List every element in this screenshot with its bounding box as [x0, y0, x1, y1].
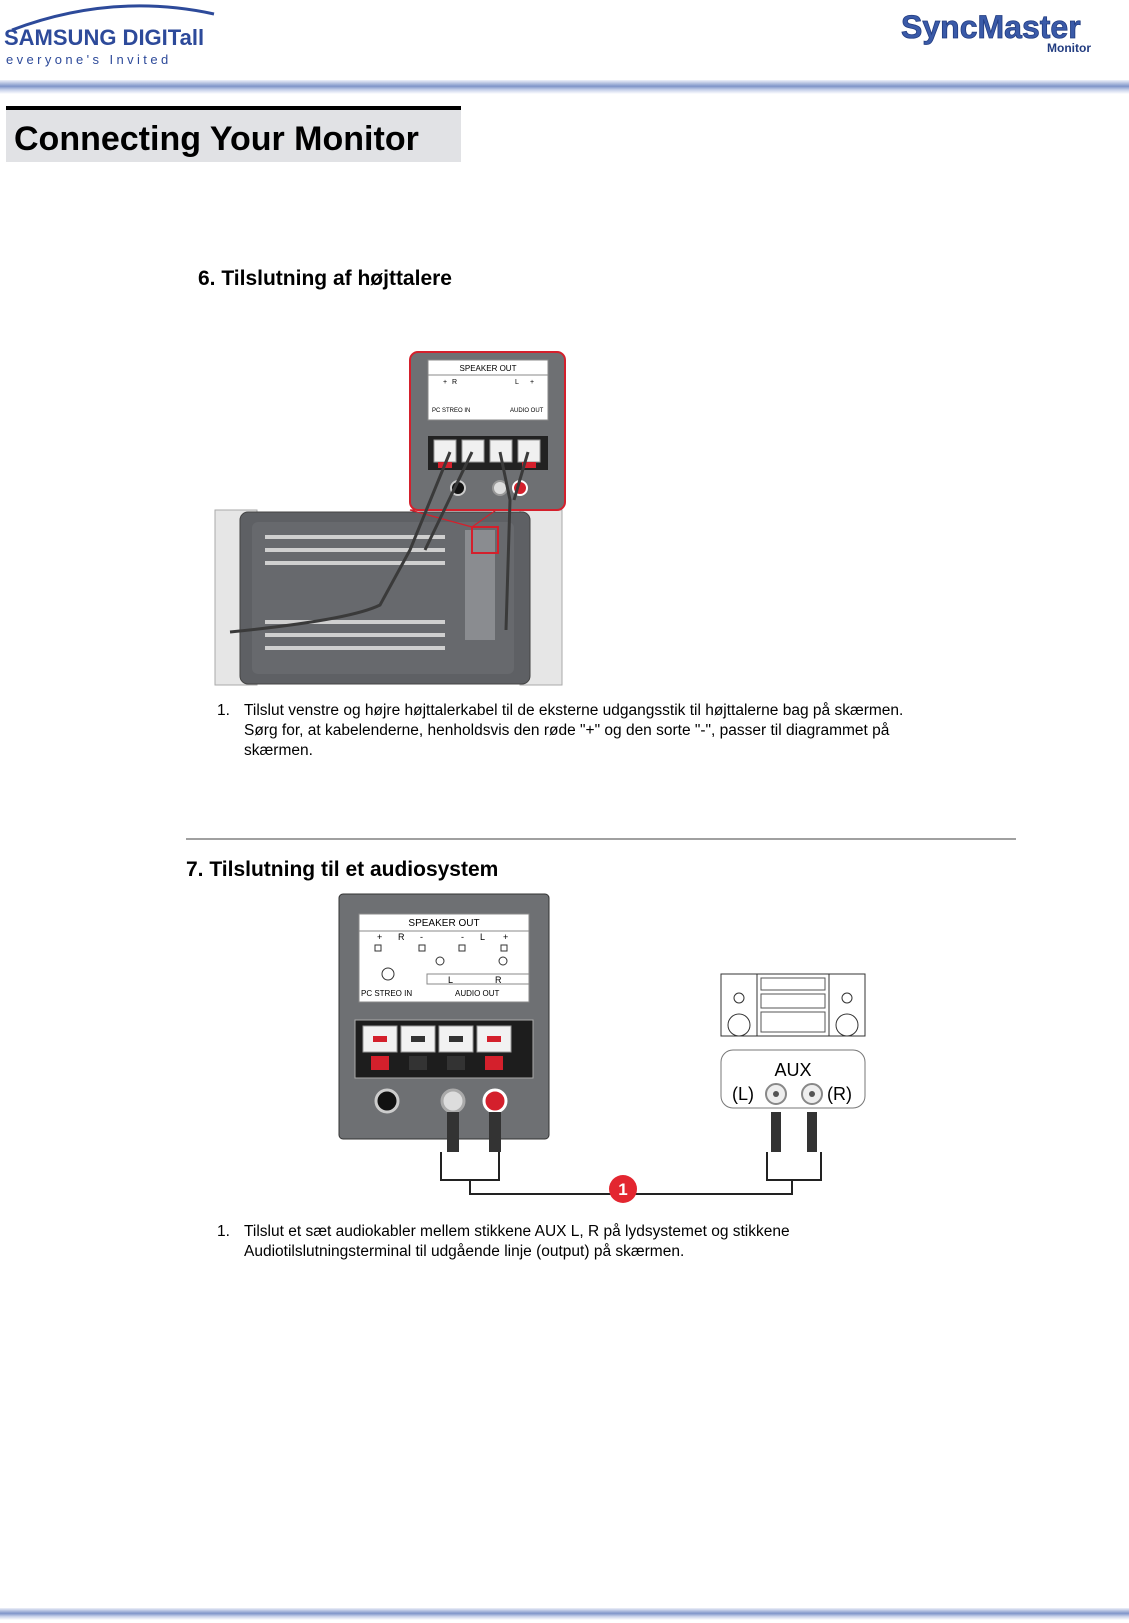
section-7-heading: 7. Tilslutning til et audiosystem: [186, 858, 499, 881]
brand-right-text: SyncMaster: [901, 9, 1081, 45]
d2-audio-r-label: R: [495, 975, 502, 985]
section-6-heading: 6. Tilslutning af højttalere: [198, 267, 452, 290]
brand-left-text: SAMSUNG DIGITall: [4, 25, 204, 50]
aux-label: AUX: [774, 1060, 811, 1080]
step-line: Sørg for, at kabelenderne, henholdsvis d…: [244, 722, 890, 739]
d1-l-label: L: [515, 379, 519, 386]
syncmaster-logo: SyncMaster Monitor: [901, 9, 1092, 55]
audio-system-diagram: SPEAKER OUT + R - - L + L R PC STREO IN …: [338, 893, 866, 1203]
d2-plus-r-label: +: [377, 932, 382, 942]
step-line: skærmen.: [244, 742, 313, 759]
brand-left-tagline: everyone's Invited: [6, 52, 172, 67]
step-number: 1.: [217, 1223, 230, 1240]
header-band: [0, 80, 1129, 94]
d1-plus-r-label: +: [443, 379, 447, 386]
samsung-digitall-logo: SAMSUNG DIGITall everyone's Invited: [4, 4, 215, 67]
page-title-box: Connecting Your Monitor: [6, 106, 461, 162]
d2-l-label: L: [480, 932, 485, 942]
brand-right-sub: Monitor: [1047, 41, 1091, 55]
step-number: 1.: [217, 702, 230, 719]
step-line: Audiotilslutningsterminal til udgående l…: [244, 1243, 685, 1260]
footer-band: [0, 1608, 1129, 1620]
d1-pc-stereo-label: PC STREO IN: [432, 408, 470, 414]
aux-left-label: (L): [732, 1084, 754, 1104]
d1-r-label: R: [452, 379, 457, 386]
d1-speaker-out-label: SPEAKER OUT: [460, 364, 517, 373]
d2-r-label: R: [398, 932, 405, 942]
d2-audio-out-label: AUDIO OUT: [455, 989, 500, 998]
d2-plus-l-label: +: [503, 932, 508, 942]
d2-pc-stereo-label: PC STREO IN: [361, 989, 412, 998]
section-divider: [186, 838, 1016, 840]
step-line: Tilslut venstre og højre højttalerkabel …: [244, 702, 904, 719]
d1-audio-out-label: AUDIO OUT: [510, 408, 544, 414]
aux-right-label: (R): [827, 1084, 852, 1104]
d2-minus-l-label: -: [461, 932, 464, 942]
step-line: Tilslut et sæt audiokabler mellem stikke…: [244, 1223, 790, 1240]
d2-speaker-out-label: SPEAKER OUT: [408, 918, 479, 929]
page-title: Connecting Your Monitor: [14, 120, 419, 158]
callout-number: 1: [618, 1180, 627, 1199]
d1-plus-l-label: +: [530, 379, 534, 386]
d2-minus-r-label: -: [420, 932, 423, 942]
speaker-connection-diagram: SPEAKER OUT + + R L PC STREO IN AUDIO OU…: [214, 351, 566, 686]
d2-audio-l-label: L: [448, 975, 453, 985]
